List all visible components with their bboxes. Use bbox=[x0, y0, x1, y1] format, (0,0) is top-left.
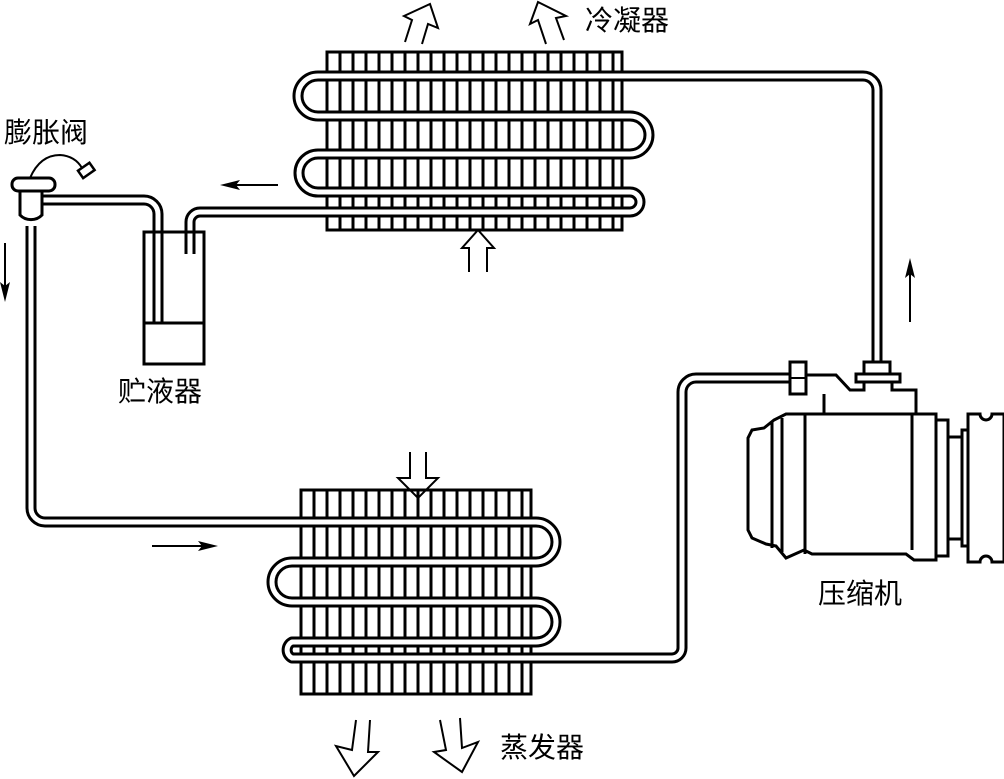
evaporator-air-out-arrow-2 bbox=[431, 717, 481, 774]
expansion-valve-label: 膨胀阀 bbox=[4, 116, 88, 149]
valve-cap bbox=[10, 176, 57, 193]
compressor-body bbox=[746, 412, 938, 562]
expansion-valve: 膨胀阀 bbox=[4, 116, 97, 222]
capillary-tube bbox=[29, 153, 83, 179]
condenser-air-out-arrow-2 bbox=[528, 0, 570, 45]
evaporator-serpentine-tube-core bbox=[200, 519, 560, 661]
receiver-drier: 贮液器 bbox=[118, 230, 206, 408]
condenser-fins bbox=[338, 52, 615, 230]
flow-arrow-right bbox=[152, 541, 218, 551]
pipe-compressor-to-condenser bbox=[622, 70, 883, 364]
pipe-valve-to-evaporator bbox=[25, 226, 300, 528]
flow-arrow-up bbox=[905, 258, 915, 322]
pipe-condenser-to-receiver bbox=[184, 206, 330, 254]
receiver-tank bbox=[142, 230, 206, 366]
refrigerant-pipes bbox=[25, 70, 883, 664]
evaporator-frame bbox=[299, 488, 533, 696]
compressor-pulley bbox=[966, 412, 1004, 564]
pipe-evaporator-to-compressor-core bbox=[530, 375, 792, 661]
receiver-drier-label: 贮液器 bbox=[118, 375, 202, 408]
condenser-serpentine-tube-core bbox=[200, 73, 652, 215]
evaporator-label: 蒸发器 bbox=[500, 731, 584, 764]
condenser-label: 冷凝器 bbox=[585, 4, 669, 37]
discharge-fitting bbox=[862, 360, 892, 376]
compressor-label: 压缩机 bbox=[818, 577, 902, 610]
flow-arrow-left bbox=[220, 180, 278, 190]
pipe-compressor-to-condenser-core bbox=[622, 73, 880, 364]
compressor: 压缩机 bbox=[746, 360, 1004, 610]
condenser-air-out-arrow-1 bbox=[401, 2, 440, 45]
evaporator-air-out-arrow-1 bbox=[333, 719, 381, 778]
flow-arrow-down bbox=[0, 243, 10, 302]
condenser-air-in-arrow bbox=[459, 228, 497, 272]
pipe-receiver-to-valve bbox=[40, 194, 164, 322]
temperature-sensing-bulb bbox=[76, 160, 97, 180]
condenser: 冷凝器 bbox=[200, 0, 669, 272]
pipe-condenser-to-receiver-core bbox=[187, 209, 330, 254]
condenser-frame bbox=[325, 50, 624, 232]
valve-body bbox=[18, 189, 44, 222]
evaporator-air-in-arrow bbox=[395, 452, 441, 500]
evaporator: 蒸发器 bbox=[200, 452, 584, 778]
pipe-receiver-to-valve-core bbox=[40, 197, 161, 322]
pipe-valve-to-evaporator-core bbox=[28, 226, 300, 525]
